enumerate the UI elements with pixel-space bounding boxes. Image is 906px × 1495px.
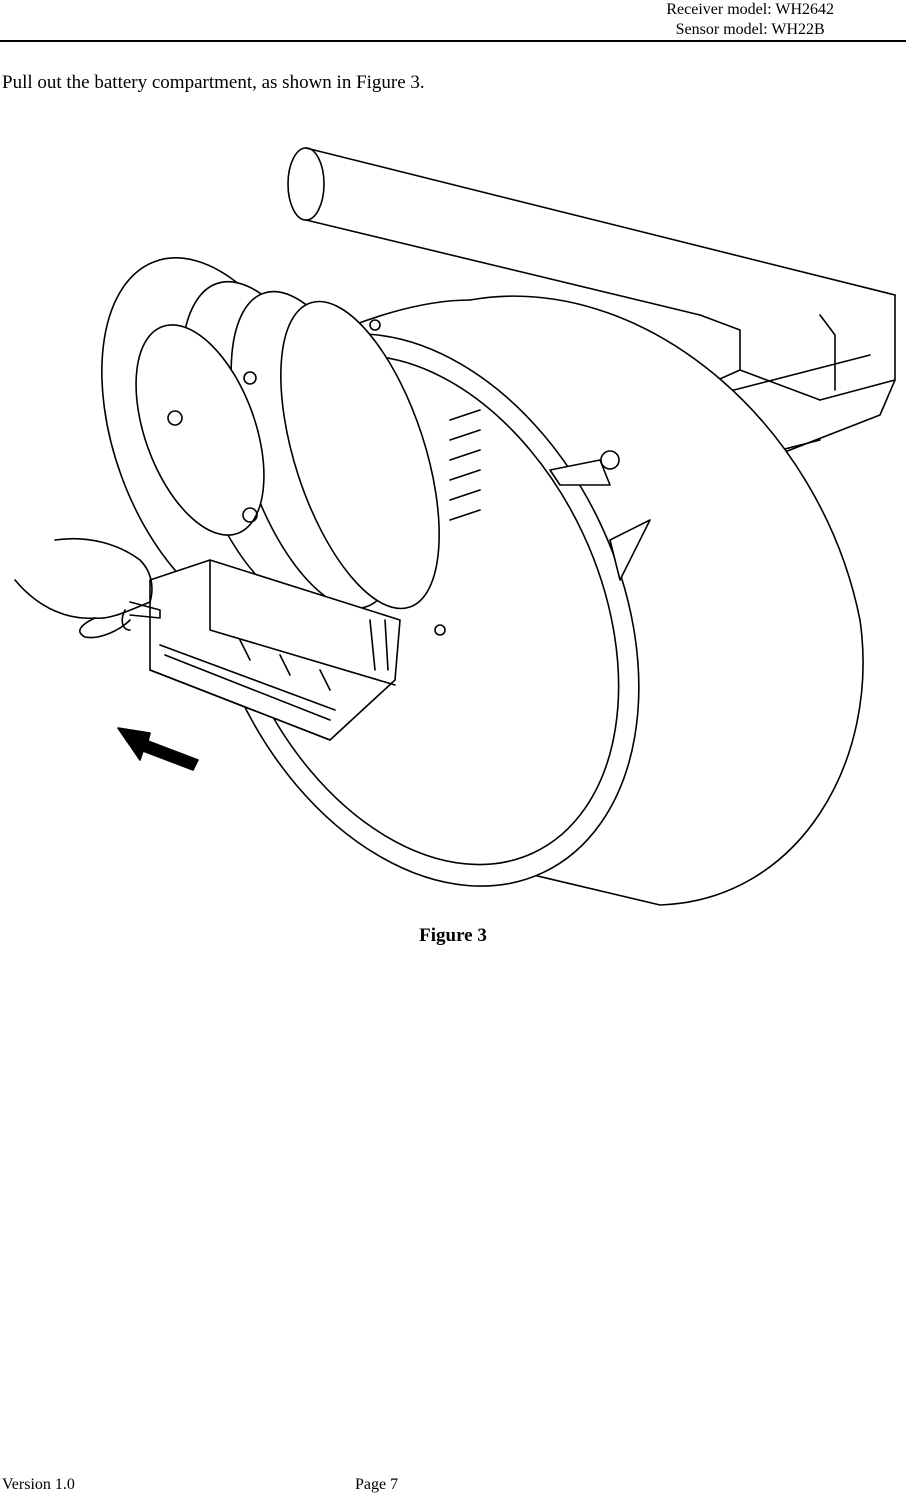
receiver-model-text: Receiver model: WH2642: [666, 1, 834, 18]
hand-drawing: [14, 537, 161, 639]
instruction-text: Pull out the battery compartment, as sho…: [2, 72, 425, 93]
page-header: Receiver model: WH2642 Sensor model: WH2…: [0, 0, 906, 42]
cover-plates-drawing: [101, 257, 440, 623]
housing-drawing: [200, 295, 864, 906]
figure-illustration: [0, 140, 906, 915]
battery-tray-drawing: [149, 559, 401, 741]
figure-caption: Figure 3: [419, 925, 487, 946]
pull-direction-arrow: [117, 727, 199, 771]
sensor-model-text: Sensor model: WH22B: [675, 21, 825, 38]
footer-version: Version 1.0: [2, 1476, 75, 1493]
header-model-info: Receiver model: WH2642 Sensor model: WH2…: [666, 0, 834, 40]
footer-page-number: Page 7: [355, 1476, 399, 1493]
